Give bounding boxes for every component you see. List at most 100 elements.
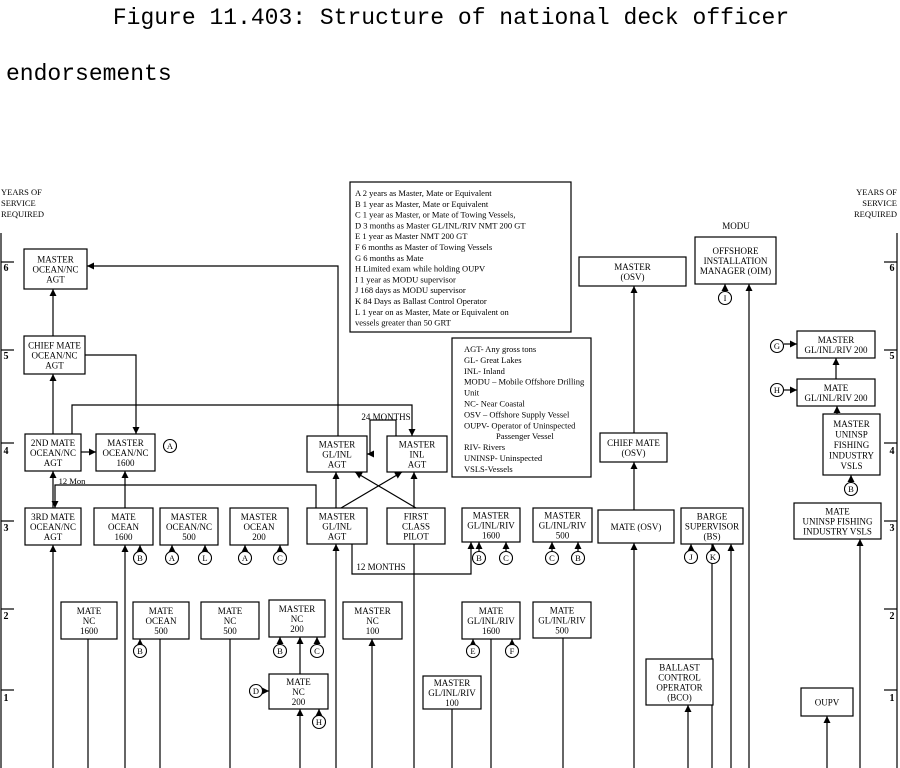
years-of-service-label-left: REQUIRED (1, 209, 44, 219)
box-label-master-gl-inl-riv-500: GL/INL/RIV (539, 520, 587, 530)
year-label-left: 3 (4, 523, 9, 534)
box-label-mate-ocean-500: MATE (149, 606, 174, 616)
requirement-letter-c: C (549, 553, 555, 563)
box-label-mate-ocean-500: OCEAN (146, 616, 177, 626)
requirement-letter-b: B (277, 646, 283, 656)
box-chief-mate-ocean-nc-agt (23, 335, 86, 375)
box-mate-gl-inl-riv-1600 (461, 601, 521, 640)
connector-24-months-connector (367, 419, 397, 458)
requirement-letter-c: C (314, 646, 320, 656)
figure-title-line-2: endorsements (6, 61, 172, 87)
box-label-ballast-control-operator: OPERATOR (656, 682, 702, 692)
box-label-second-mate-ocean-nc-agt: 2ND MATE (31, 438, 76, 448)
box-label-mate-nc-1600: NC (83, 616, 96, 626)
box-label-master-gl-inl-agt-upper: GL/INL (322, 449, 352, 459)
box-label-second-mate-ocean-nc-agt: OCEAN/NC (30, 448, 76, 458)
box-label-mate-ocean-1600: 1600 (115, 532, 134, 542)
box-label-master-gl-inl-agt-lower: AGT (328, 531, 347, 541)
requirement-letter-a: A (169, 553, 176, 563)
year-label-right: 5 (890, 351, 895, 362)
box-mate-nc-1600 (60, 601, 118, 640)
box-mate-nc-200 (268, 673, 329, 710)
box-label-mate-gl-inl-riv-1600: GL/INL/RIV (467, 616, 515, 626)
box-master-ocean-200 (229, 507, 289, 546)
requirement-circle-h (769, 382, 785, 398)
box-master-gl-inl-agt-lower (306, 507, 368, 545)
box-first-class-pilot (386, 507, 446, 545)
box-mate-ocean-1600 (93, 507, 154, 546)
requirement-circle-c (309, 643, 325, 659)
box-label-mate-gl-inl-riv-1600: MATE (479, 606, 504, 616)
box-label-master-ocean-nc-1600: OCEAN/NC (102, 448, 148, 458)
requirements-legend-item: F 6 months as Master of Towing Vessels (355, 242, 492, 252)
box-label-mate-ocean-500: 500 (154, 626, 168, 636)
box-label-master-gl-inl-riv-100: 100 (445, 698, 459, 708)
box-label-third-mate-ocean-nc-agt: 3RD MATE (31, 512, 75, 522)
abbreviations-legend-item: MODU – Mobile Offshore Drilling (464, 377, 585, 387)
box-label-oim: OFFSHORE (712, 246, 759, 256)
box-label-master-ocean-nc-500: OCEAN/NC (166, 522, 212, 532)
requirement-letter-i: I (724, 293, 727, 303)
requirement-letter-a: A (242, 553, 249, 563)
box-label-master-inl-agt: AGT (408, 459, 427, 469)
requirement-letter-b: B (137, 646, 143, 656)
box-label-barge-supervisor: SUPERVISOR (685, 521, 739, 531)
box-label-master-nc-200: NC (291, 614, 304, 624)
requirement-circle-j (683, 549, 699, 565)
box-label-mate-nc-200: 200 (292, 697, 306, 707)
requirement-letter-g: G (774, 341, 780, 351)
abbreviations-legend-item: RIV- Rivers (464, 442, 505, 452)
box-mate-gl-inl-riv-500 (532, 601, 592, 639)
box-mate-gl-inl-riv-200 (796, 378, 876, 407)
box-label-mate-gl-inl-riv-1600: 1600 (482, 626, 501, 636)
box-label-master-nc-100: 100 (366, 626, 380, 636)
requirement-letter-e: E (470, 646, 475, 656)
box-label-master-inl-agt: MASTER (399, 439, 436, 449)
years-of-service-label-left: SERVICE (1, 198, 36, 208)
box-label-master-uninsp-fishing: MASTER (833, 419, 870, 429)
box-label-master-ocean-nc-1600: MASTER (107, 438, 144, 448)
box-label-master-ocean-nc-agt: MASTER (37, 254, 74, 264)
box-chief-mate-osv (599, 432, 668, 463)
years-of-service-label-right: REQUIRED (854, 209, 897, 219)
requirement-circle-b (471, 550, 487, 566)
connector-layer (49, 262, 864, 768)
requirement-circle-c (544, 550, 560, 566)
requirement-letter-f: F (510, 646, 515, 656)
box-label-master-gl-inl-riv-100: MASTER (434, 678, 471, 688)
box-label-first-class-pilot: FIRST (404, 511, 429, 521)
requirements-legend-item: L 1 year on as Master, Mate or Equivalen… (355, 307, 509, 317)
box-label-master-uninsp-fishing: INDUSTRY (829, 450, 875, 460)
box-label-master-uninsp-fishing: VSLS (840, 461, 862, 471)
box-master-ocean-nc-1600 (95, 433, 156, 472)
box-label-oim: MANAGER (OIM) (700, 266, 771, 276)
box-master-ocean-nc-agt (23, 248, 88, 290)
box-label-master-gl-inl-riv-1600: GL/INL/RIV (467, 520, 515, 530)
box-label-mate-uninsp-fishing: INDUSTRY VSLS (803, 526, 872, 536)
requirements-legend-item: D 3 months as Master GL/INL/RIV NMT 200 … (355, 220, 526, 230)
box-label-master-gl-inl-riv-500: 500 (556, 530, 570, 540)
figure-title-line-1: Figure 11.403: Structure of national dec… (112, 5, 790, 31)
box-label-mate-gl-inl-riv-200: GL/INL/RIV 200 (804, 393, 868, 403)
12-mon-label: 12 Mon (59, 476, 86, 486)
box-label-chief-mate-ocean-nc-agt: OCEAN/NC (31, 350, 77, 360)
requirement-circle-d (248, 683, 264, 699)
box-label-mate-nc-1600: 1600 (80, 626, 99, 636)
box-mate-osv (597, 509, 675, 544)
box-master-nc-200 (268, 599, 326, 638)
box-label-master-nc-100: NC (366, 616, 379, 626)
requirement-circle-b (132, 550, 148, 566)
requirement-letter-k: K (710, 552, 717, 562)
box-label-master-gl-inl-riv-200: GL/INL/RIV 200 (804, 345, 868, 355)
requirement-letter-d: D (253, 686, 259, 696)
requirements-legend-item: G 6 months as Mate (355, 253, 424, 263)
requirements-legend-item: A 2 years as Master, Mate or Equivalent (355, 188, 492, 198)
box-label-master-ocean-nc-500: 500 (182, 532, 196, 542)
box-oim (694, 236, 777, 285)
year-label-left: 4 (4, 446, 9, 457)
box-label-master-nc-200: 200 (290, 624, 304, 634)
24-months-label: 24 MONTHS (361, 412, 410, 422)
box-label-master-gl-inl-riv-500: MASTER (544, 510, 581, 520)
box-label-mate-nc-1600: MATE (77, 606, 102, 616)
